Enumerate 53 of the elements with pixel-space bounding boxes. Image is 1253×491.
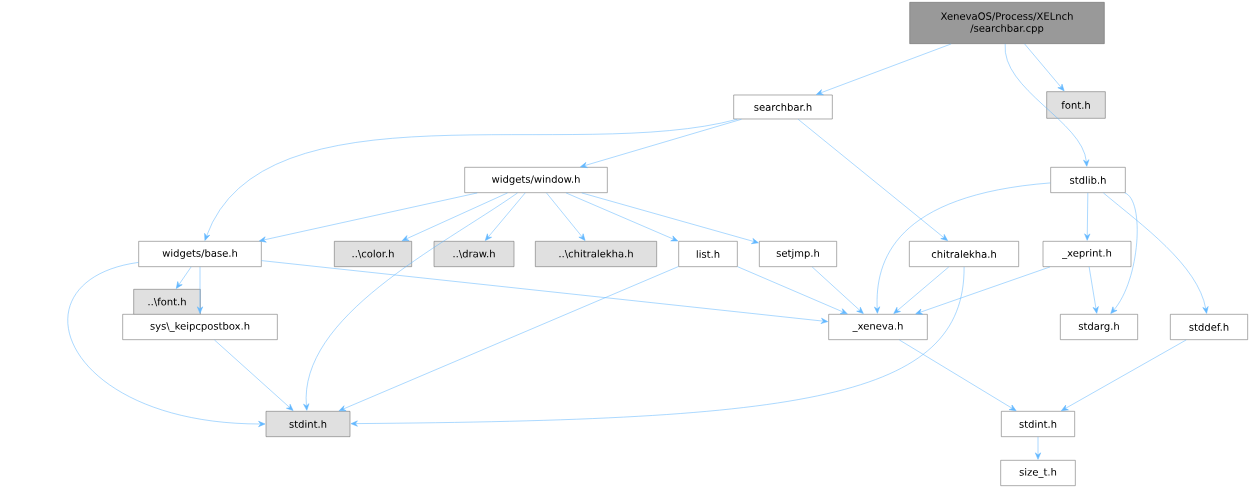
file-box: widgets/base.h — [138, 241, 262, 267]
arrow — [580, 119, 742, 168]
arrow — [797, 119, 948, 241]
arrow — [915, 266, 1051, 315]
file-box: size_t.h — [1000, 460, 1076, 486]
file-box: _xeneva.h — [828, 314, 928, 340]
arrow — [1088, 266, 1099, 314]
arrow — [214, 339, 294, 411]
file-box: stdarg.h — [1060, 314, 1138, 340]
arrow — [176, 266, 192, 289]
file-box: searchbar.h — [733, 94, 833, 120]
file-box: stdint.h — [1001, 411, 1075, 437]
file-box: sys\_keipcpostbox.h — [122, 314, 278, 340]
arrow — [816, 43, 952, 95]
arrow — [811, 266, 864, 314]
file-box: ..\chitralekha.h — [535, 241, 657, 267]
arrow — [1035, 436, 1041, 460]
arrow — [350, 266, 965, 427]
arrow — [581, 192, 759, 244]
file-box: list.h — [678, 241, 738, 267]
arrow — [1084, 192, 1091, 241]
arrow — [303, 192, 518, 411]
file-box: widgets/window.h — [464, 167, 608, 193]
arrow — [1024, 43, 1065, 92]
file-box: ..\draw.h — [433, 241, 515, 267]
file-box: setjmp.h — [759, 241, 837, 267]
arrow — [1103, 192, 1209, 314]
file-box: ..\font.h — [133, 289, 201, 315]
file-box: font.h — [1046, 91, 1106, 119]
file-box: chitralekha.h — [909, 241, 1019, 267]
arrow — [737, 266, 848, 315]
arrow — [1110, 192, 1138, 314]
arrow — [893, 266, 950, 314]
arrow — [1061, 339, 1187, 411]
arrow — [485, 192, 526, 241]
file-box: stddef.h — [1170, 314, 1248, 340]
arrow — [874, 182, 1051, 314]
arrow — [68, 262, 266, 427]
arrow — [546, 192, 586, 241]
file-box: XenevaOS/Process/XELnch /searchbar.cpp — [909, 2, 1105, 44]
arrow — [401, 192, 508, 242]
arrow — [204, 119, 738, 241]
file-box: _xeprint.h — [1042, 241, 1132, 267]
arrow — [197, 266, 203, 314]
file-box: stdlib.h — [1050, 167, 1126, 193]
arrow — [261, 260, 828, 324]
arrow — [1004, 43, 1090, 167]
arrow — [899, 339, 1017, 411]
file-box: stdint.h — [265, 411, 351, 437]
file-box: ..\color.h — [334, 241, 412, 267]
arrow — [338, 266, 679, 412]
arrow — [259, 192, 478, 243]
arrow — [565, 192, 679, 242]
